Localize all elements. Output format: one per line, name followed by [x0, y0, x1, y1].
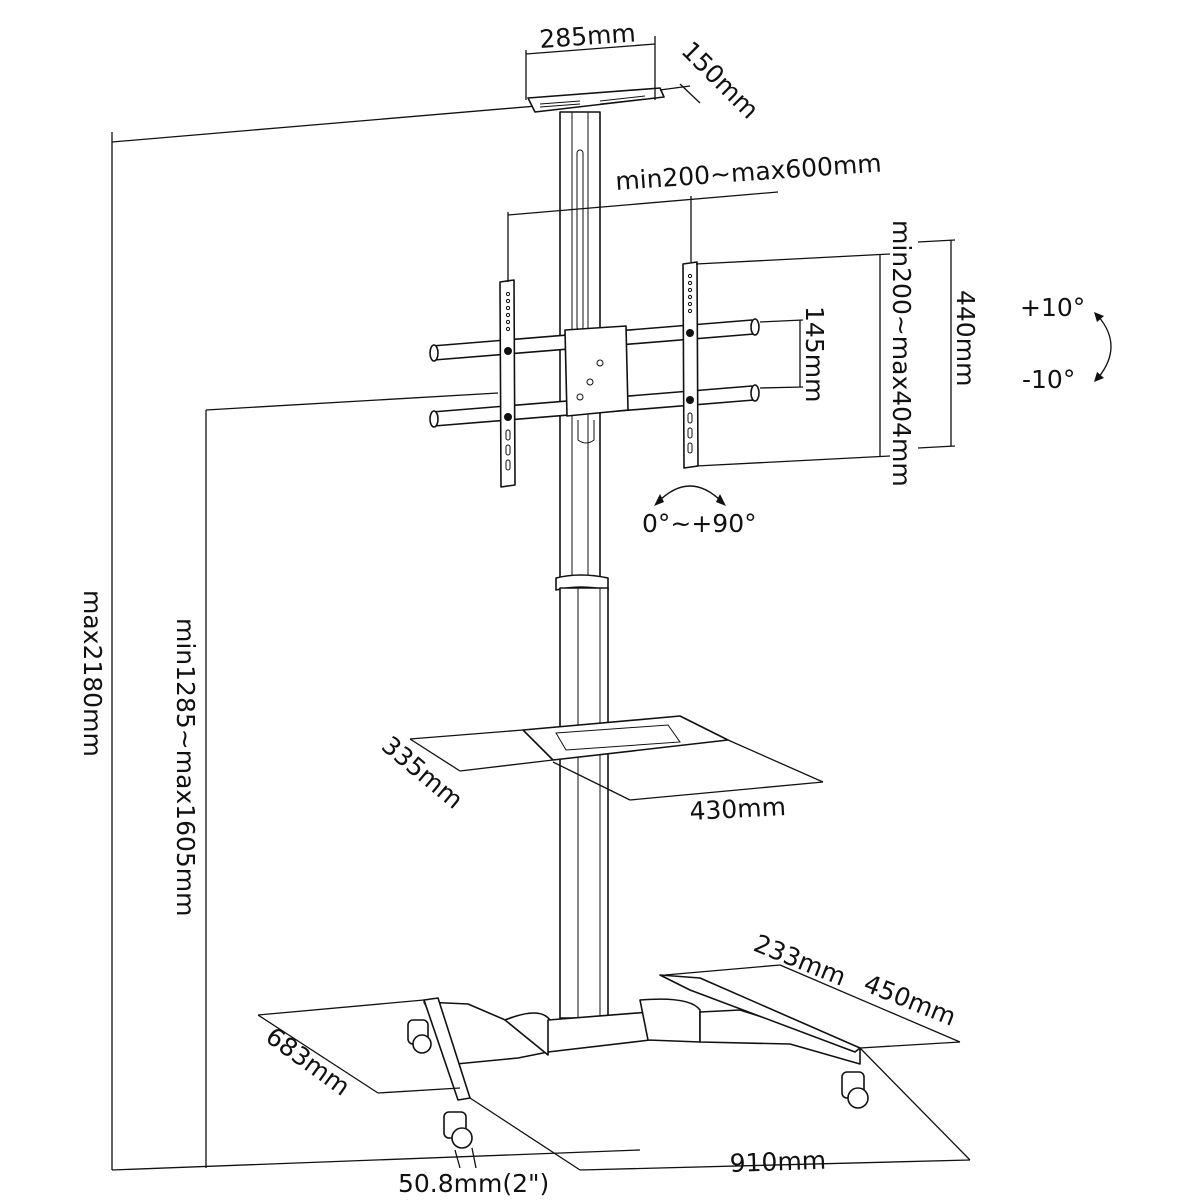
rail-spacing-dimension: [759, 319, 804, 389]
tilt-arrow-icon: [1094, 312, 1112, 382]
max-height-label: max2180mm: [78, 590, 107, 757]
caster-size-label: 50.8mm(2"): [398, 1169, 549, 1198]
bracket-height-label: 440mm: [951, 290, 980, 386]
tilt-down-label: -10°: [1022, 365, 1075, 394]
rotation-label: 0°~+90°: [642, 509, 757, 538]
base: [407, 974, 869, 1149]
base-side-label: 450mm: [860, 969, 960, 1032]
vesa-horizontal-label: min200~max600mm: [614, 148, 882, 196]
middle-shelf: [409, 715, 824, 801]
rotation-arrow-icon: [654, 485, 726, 506]
base-front-width-label: 233mm: [750, 929, 850, 992]
vesa-horizontal-dimension: [507, 191, 779, 282]
max-height-dimension: [111, 103, 641, 1171]
rail-spacing-label: 145mm: [800, 306, 829, 402]
caster-front-left: [443, 1111, 473, 1149]
base-depth-label: 683mm: [260, 1021, 355, 1101]
shelf-width-label: 430mm: [689, 792, 787, 826]
top-shelf-width-label: 285mm: [538, 18, 636, 54]
top-shelf-depth-label: 150mm: [676, 36, 765, 125]
tilt-up-label: +10°: [1020, 293, 1085, 322]
caster-right: [841, 1071, 869, 1109]
vesa-bracket: [429, 261, 760, 488]
vesa-vertical-label: min200~max404mm: [887, 220, 916, 487]
center-height-dimension: [205, 392, 499, 1168]
bracket-height-dimension: [917, 239, 956, 449]
vesa-vertical-dimension: [695, 253, 891, 467]
lower-column: [555, 574, 609, 1019]
base-dimensions: [257, 964, 971, 1171]
base-width-label: 910mm: [729, 1146, 826, 1178]
center-height-label: min1285~max1605mm: [171, 618, 200, 917]
shelf-depth-label: 335mm: [376, 730, 469, 814]
caster-rear-left: [407, 1019, 432, 1054]
top-shelf: [525, 36, 701, 113]
